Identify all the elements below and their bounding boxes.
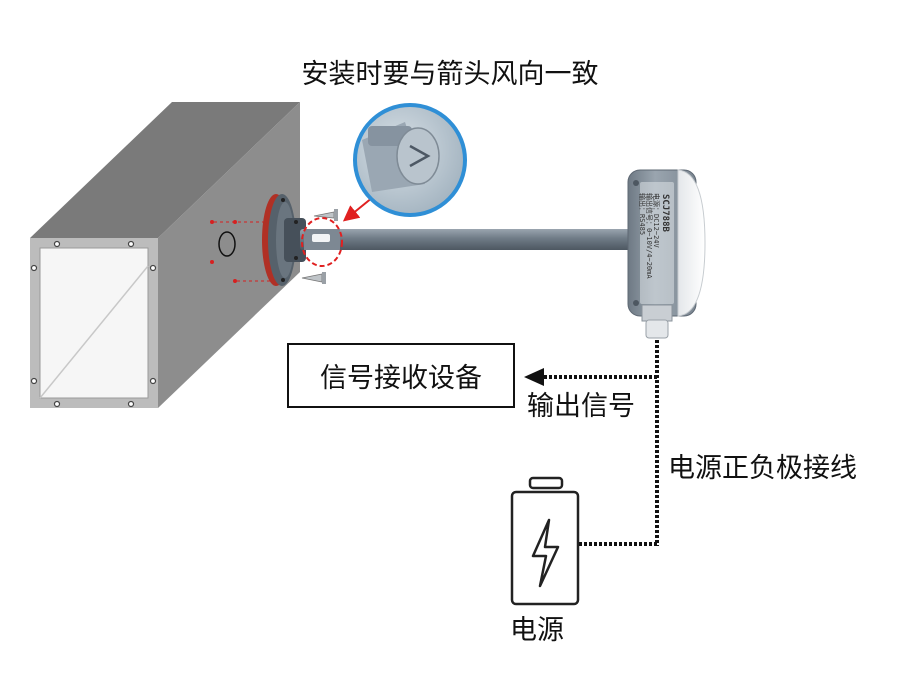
signal-arrow bbox=[524, 368, 544, 386]
duct-rivets bbox=[30, 240, 157, 408]
probe-tube bbox=[300, 229, 638, 250]
diagram-title: 安装时要与箭头风向一致 bbox=[301, 59, 599, 90]
lightning-bolt-icon bbox=[531, 518, 560, 588]
screw-top bbox=[313, 209, 338, 221]
mount-screw-holes bbox=[210, 220, 237, 283]
air-duct bbox=[30, 102, 300, 408]
signal-receiver-label: 信号接收设备 bbox=[320, 363, 482, 394]
wiring bbox=[524, 340, 659, 546]
airflow-direction-icon bbox=[409, 144, 431, 168]
power-wire-label: 电源正负极接线 bbox=[668, 453, 857, 484]
power-source-label: 电源 bbox=[510, 615, 564, 646]
sensor-probe bbox=[300, 229, 638, 250]
probe-tip-callout bbox=[301, 217, 343, 267]
sensor-model-text: SCJ788B bbox=[660, 194, 670, 232]
housing-label-plate bbox=[640, 182, 674, 304]
housing-cap bbox=[677, 169, 706, 317]
flange-clamp bbox=[284, 218, 306, 262]
battery-icon bbox=[510, 476, 580, 606]
mounting-screws bbox=[301, 209, 338, 284]
duct-mount-hole bbox=[218, 231, 236, 257]
duct-panel-diagonal bbox=[39, 265, 149, 399]
duct-front-panel bbox=[39, 247, 149, 399]
probe-vent-slot bbox=[312, 234, 330, 242]
sensor-spec-line-3: 输出：RS485 bbox=[638, 193, 646, 236]
cable-gland bbox=[641, 304, 673, 322]
signal-receiver-box: 信号接收设备 bbox=[287, 343, 515, 408]
mounting-flange bbox=[262, 194, 306, 286]
screw-bottom bbox=[301, 272, 326, 284]
probe-tip-zoom bbox=[353, 103, 467, 217]
duct-top-face bbox=[30, 102, 300, 238]
sensor-housing bbox=[627, 169, 706, 339]
output-signal-label: 输出信号 bbox=[527, 391, 635, 422]
